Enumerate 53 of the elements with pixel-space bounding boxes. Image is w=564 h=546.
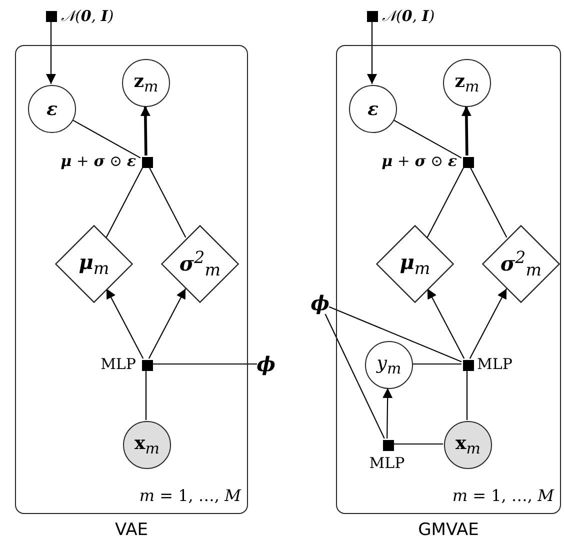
variable-circle: y$_{m}$ [365, 341, 413, 389]
factor-square [142, 360, 152, 370]
arrow [382, 388, 393, 438]
parameter-label: ϕ [257, 353, 275, 375]
connector-line [412, 363, 462, 365]
connector-line [145, 370, 147, 420]
factor-square [382, 440, 394, 450]
connector-line [72, 119, 141, 158]
arrow [140, 106, 150, 156]
factor-label: MLP [477, 355, 512, 373]
factor-square [462, 156, 474, 168]
parameter-label: ϕ [311, 292, 329, 314]
connector-line [466, 370, 468, 420]
arrow [469, 288, 508, 359]
variable-circle: z$_{m}$ [443, 59, 491, 107]
connector-line [328, 306, 462, 362]
factor-label: μ + σ ⊙ ε [382, 152, 457, 170]
factor-square [46, 10, 56, 22]
arrow [461, 106, 472, 156]
connector-line [426, 166, 465, 238]
factor-label: 𝒩(0, I) [61, 7, 114, 25]
factor-square [366, 10, 378, 22]
factor-label: MLP [369, 454, 405, 472]
factor-label: 𝒩(0, I) [382, 7, 435, 25]
panel-caption: GMVAE [418, 520, 479, 540]
connector-line [324, 314, 385, 439]
observed-variable-circle: x$_{m}$ [123, 421, 171, 469]
plate-index: m = 1, …, M [139, 486, 241, 505]
connector-line [469, 166, 508, 238]
plate [15, 45, 248, 514]
factor-square [142, 156, 152, 168]
connector-line [392, 443, 443, 445]
observed-variable-circle: x$_{m}$ [444, 421, 492, 469]
arrow [106, 288, 144, 359]
panel-caption: VAE [115, 520, 148, 540]
factor-square [462, 360, 474, 370]
connector-line [392, 119, 462, 158]
variable-circle: z$_{m}$ [122, 59, 170, 107]
variable-circle: ε [28, 85, 76, 133]
connector-line [152, 363, 257, 365]
arrow [426, 288, 465, 359]
factor-label: μ + σ ⊙ ε [60, 152, 136, 170]
plate-index: m = 1, …, M [452, 486, 554, 505]
arrow [46, 22, 56, 84]
connector-line [106, 166, 144, 238]
plate [336, 45, 561, 514]
arrow [367, 22, 377, 84]
deterministic-diamond: μ$_{m}$ [55, 225, 133, 303]
connector-line [148, 166, 186, 238]
deterministic-diamond: μ$_{m}$ [376, 225, 454, 303]
factor-label: MLP [100, 355, 136, 373]
variable-circle: ε [349, 85, 397, 133]
arrow [148, 288, 186, 359]
